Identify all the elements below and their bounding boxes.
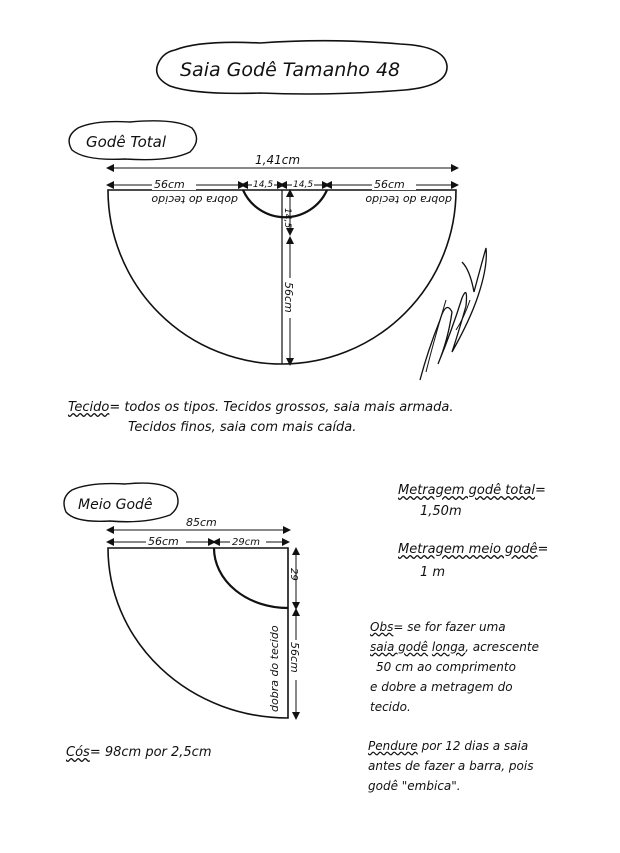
waistband-note: Cós= 98cm por 2,5cm	[66, 743, 212, 762]
fabric-note-label: Tecido	[68, 400, 110, 415]
full-circle-waist-cutout	[241, 189, 329, 219]
obs-line2b: longa	[431, 640, 466, 654]
signature	[419, 247, 487, 381]
hang-note-line2: antes de fazer a barra, pois	[368, 759, 534, 773]
fabric-note-second-line: Tecidos finos, saia com mais caída.	[128, 418, 356, 437]
half-waist-depth-label: 29	[288, 568, 299, 581]
fold-label-left: dobra do tecido	[151, 193, 238, 206]
yardage-half-label: Metragem meio godê	[398, 542, 538, 557]
half-circle-pattern: 85cm 56cm 29cm 29 56cm dobra do tecido	[106, 516, 302, 720]
half-total-width-label: 85cm	[186, 516, 217, 529]
half-right-width-label: 29cm	[232, 537, 260, 548]
left-width-label: 56cm	[154, 178, 185, 191]
obs-line2a: saia godê	[370, 640, 429, 654]
waistband-label: Cós	[66, 745, 90, 760]
obs-label: Obs	[370, 620, 394, 634]
total-width-label: 1,41cm	[255, 153, 300, 167]
obs-line1: = se for fazer uma	[393, 620, 506, 634]
waistband-text: = 98cm por 2,5cm	[89, 745, 212, 760]
fabric-note: Tecido= todos os tipos. Tecidos grossos,…	[68, 398, 454, 417]
half-circle-label: Meio Godê	[78, 497, 153, 513]
yardage-half: Metragem meio godê=	[398, 542, 549, 557]
obs-note-line5: tecido.	[370, 700, 411, 714]
fabric-note-line2: Tecidos finos, saia com mais caída.	[128, 420, 357, 435]
waist-depth-label: 14,5	[282, 208, 292, 228]
center-left-label: 14,5	[253, 180, 273, 190]
obs-line2c: , acrescente	[465, 640, 539, 654]
obs-note-line3: 50 cm ao comprimento	[376, 660, 516, 674]
full-circle-label-cloud: Godê Total	[68, 120, 198, 161]
page-title: Saia Godê Tamanho 48	[180, 59, 400, 81]
yardage-full: Metragem godê total=	[398, 483, 546, 498]
half-fold-label: dobra do tecido	[268, 625, 281, 712]
yardage-full-value: 1,50m	[420, 504, 462, 519]
half-left-width-label: 56cm	[148, 535, 179, 548]
hang-label: Pendure	[368, 739, 418, 753]
half-circle-waist-cutout	[212, 547, 289, 610]
half-circle-label-cloud: Meio Godê	[63, 482, 179, 523]
title-cloud: Saia Godê Tamanho 48	[155, 39, 448, 95]
yardage-half-value: 1 m	[420, 565, 446, 580]
yardage-full-label: Metragem godê total	[398, 483, 535, 498]
full-length-label: 56cm	[282, 282, 295, 313]
right-width-label: 56cm	[374, 178, 405, 191]
full-circle-pattern: 1,41cm 56cm 14,5 14,5 56cm dobra do teci…	[106, 153, 459, 366]
full-circle-label: Godê Total	[86, 133, 167, 151]
half-length-label: 56cm	[288, 642, 301, 673]
fabric-note-line1: = todos os tipos. Tecidos grossos, saia …	[109, 400, 454, 415]
half-circle-outline	[107, 547, 289, 719]
hang-note-line3: godê "embica".	[368, 779, 461, 793]
hang-note: Pendure por 12 dias a saia	[368, 737, 528, 756]
obs-note-line2: saia godê longa, acrescente	[370, 638, 539, 657]
fold-label-right: dobra do tecido	[365, 193, 452, 206]
obs-note: Obs= se for fazer uma	[370, 618, 506, 637]
obs-note-line4: e dobre a metragem do	[370, 680, 513, 694]
center-right-label: 14,5	[293, 180, 313, 190]
hang-line1: por 12 dias a saia	[421, 739, 529, 753]
